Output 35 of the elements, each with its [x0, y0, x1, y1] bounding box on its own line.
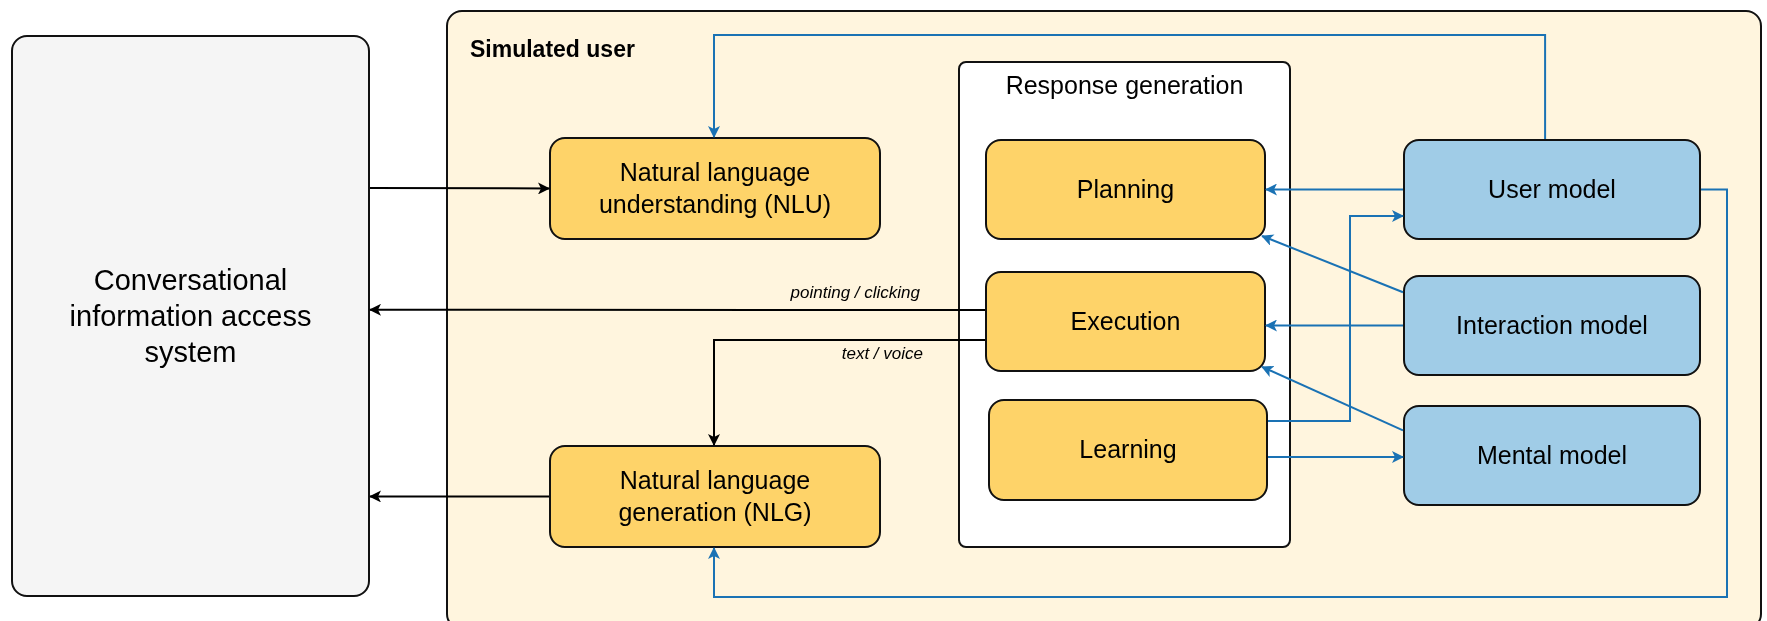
box-label: Execution	[1069, 305, 1182, 337]
arrow	[369, 182, 550, 195]
system-box	[11, 35, 370, 597]
arrow	[1267, 210, 1404, 422]
group-container	[446, 10, 1762, 621]
group-container	[958, 61, 1291, 548]
arrow	[369, 490, 550, 503]
process-box	[988, 399, 1268, 501]
arrow	[708, 339, 986, 446]
box-label: Learning	[1078, 434, 1178, 466]
model-box	[1403, 405, 1701, 506]
box-label: Natural language generation (NLG)	[617, 465, 813, 528]
arrow	[1261, 234, 1404, 294]
box-label: Mental model	[1475, 439, 1629, 471]
edge-label: pointing / clicking	[788, 283, 922, 303]
arrow	[1265, 319, 1404, 332]
arrow	[708, 34, 1547, 140]
group-title: Response generation	[1004, 71, 1245, 100]
group-title: Simulated user	[470, 36, 635, 63]
process-box	[549, 137, 881, 240]
model-box	[1403, 275, 1701, 376]
arrow	[369, 303, 986, 316]
model-box	[1403, 139, 1701, 240]
arrow	[1265, 183, 1404, 196]
arrow	[1267, 451, 1404, 463]
box-label: Conversational information access system	[68, 262, 313, 371]
box-label: Interaction model	[1455, 309, 1649, 341]
arrow	[1261, 365, 1404, 432]
process-box	[985, 271, 1266, 372]
arrow	[708, 188, 1728, 598]
box-label: Natural language understanding (NLU)	[597, 157, 833, 220]
box-label: Planning	[1075, 173, 1176, 205]
process-box	[549, 445, 881, 548]
box-label: User model	[1487, 173, 1617, 205]
process-box	[985, 139, 1266, 240]
